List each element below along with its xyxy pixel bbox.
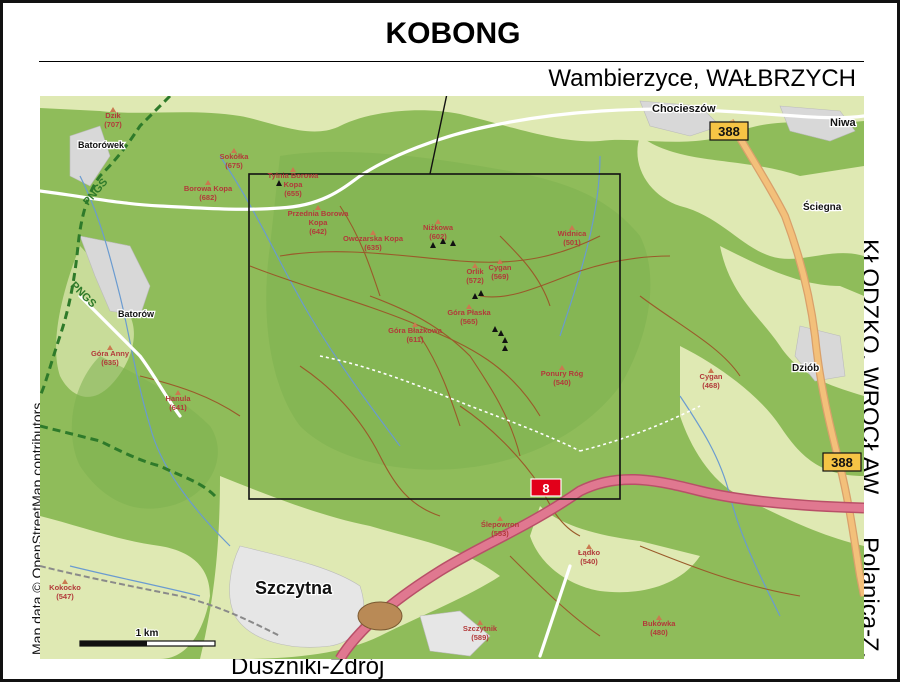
dotted-path [319, 355, 581, 452]
peak-triangle [586, 544, 592, 549]
town-niwa: Niwa [830, 117, 857, 129]
peak-triangle [435, 219, 441, 224]
peak-triangle [110, 107, 116, 112]
town-chocieszow: Chocieszów [652, 103, 716, 115]
road-shield-388-north: 388 [709, 121, 749, 141]
peak-triangle [231, 148, 237, 153]
dense-forest [71, 151, 651, 509]
peak-owczarska-kopa: Owczarska Kopa(635) [343, 234, 404, 252]
peak-triangle [497, 516, 503, 521]
town-szczytna: Szczytna [255, 578, 333, 598]
kobong-leader-line [429, 96, 448, 175]
peak-triangle [497, 259, 503, 264]
peak-bukowka: Bukówka(480) [643, 619, 677, 637]
peak-triangle [370, 230, 376, 235]
peak-triangle [472, 263, 478, 268]
peak-triangle [559, 365, 565, 370]
forest-trails [139, 205, 801, 637]
peak-kokocko: Kokocko(547) [49, 583, 81, 601]
peak-szczytnik: Szczytnik(589) [463, 624, 498, 642]
scale-bar: 1 km [79, 627, 216, 647]
peak-widnica: Widnica(501) [558, 229, 588, 247]
peak-gora-plaska: Góra Płaska(565) [447, 308, 491, 326]
peak-triangle [412, 322, 418, 327]
town-batorowek: Batorówek [78, 140, 125, 150]
peak-triangle [315, 205, 321, 210]
peak-borowa-kopa: Borowa Kopa(682) [184, 184, 233, 202]
road-shield-388-south: 388 [822, 452, 862, 472]
peak-triangle [569, 225, 575, 230]
peak-triangle [205, 180, 211, 185]
svg-text:388: 388 [718, 124, 740, 139]
peak-triangle [107, 345, 113, 350]
town-sciegna: Ściegna [803, 200, 842, 213]
peak-ponury-rog: Ponury Róg(540) [541, 369, 584, 387]
peak-triangle [290, 167, 296, 172]
peak-cygan: Cygan(569) [489, 263, 512, 281]
railway [40, 565, 281, 637]
map-canvas[interactable]: Dzik(707) Sokółka(675) Borowa Kopa(682) … [40, 96, 864, 659]
svg-text:8: 8 [542, 481, 549, 496]
road-shield-8: 8 [530, 478, 562, 497]
peak-markers [62, 107, 714, 625]
town-batorow: Batorów [118, 309, 155, 319]
kobong-area-box [248, 173, 621, 500]
peak-orlik: Orlik(572) [466, 267, 484, 285]
town-labels: Batorówek Batorów Chocieszów Niwa Ściegn… [77, 102, 858, 600]
crag-markers [276, 180, 508, 351]
peak-triangle [708, 368, 714, 373]
peak-nizkowa: Niżkowa(602) [423, 223, 454, 241]
meadows [40, 96, 864, 659]
peak-labels: Dzik(707) Sokółka(675) Borowa Kopa(682) … [49, 111, 723, 642]
peak-dzik: Dzik(707) [104, 111, 122, 129]
minor-roads [40, 107, 864, 658]
peak-triangle [62, 579, 68, 584]
peak-slepowron: Ślepowron(553) [481, 520, 520, 538]
peak-gora-anny: Góra Anny(635) [91, 349, 130, 367]
quarry-area [357, 601, 403, 631]
dotted-path-east [579, 405, 701, 452]
peak-hanula: Hanula(641) [165, 394, 191, 412]
title-underline [39, 61, 864, 62]
streams [69, 155, 781, 617]
peak-triangle [656, 615, 662, 620]
svg-text:388: 388 [831, 455, 853, 470]
map-area[interactable]: Dzik(707) Sokółka(675) Borowa Kopa(682) … [40, 96, 864, 659]
peak-ladko: Łądko(540) [578, 548, 601, 566]
figure-title: KOBONG [385, 17, 521, 50]
direction-north: Wambierzyce, WAŁBRZYCH [548, 65, 856, 92]
peak-sokolka: Sokółka(675) [220, 152, 250, 170]
scale-label: 1 km [136, 628, 159, 639]
peak-triangle [477, 620, 483, 625]
peak-triangle [175, 390, 181, 395]
peak-triangle [466, 304, 472, 309]
peak-gora-blazkowa: Góra Błażkowa(611) [388, 326, 443, 344]
national-road-8[interactable] [336, 475, 864, 659]
peak-cygan-east: Cygan(468) [700, 372, 723, 390]
park-boundary [40, 96, 217, 498]
town-dziob: Dziób [792, 363, 819, 374]
